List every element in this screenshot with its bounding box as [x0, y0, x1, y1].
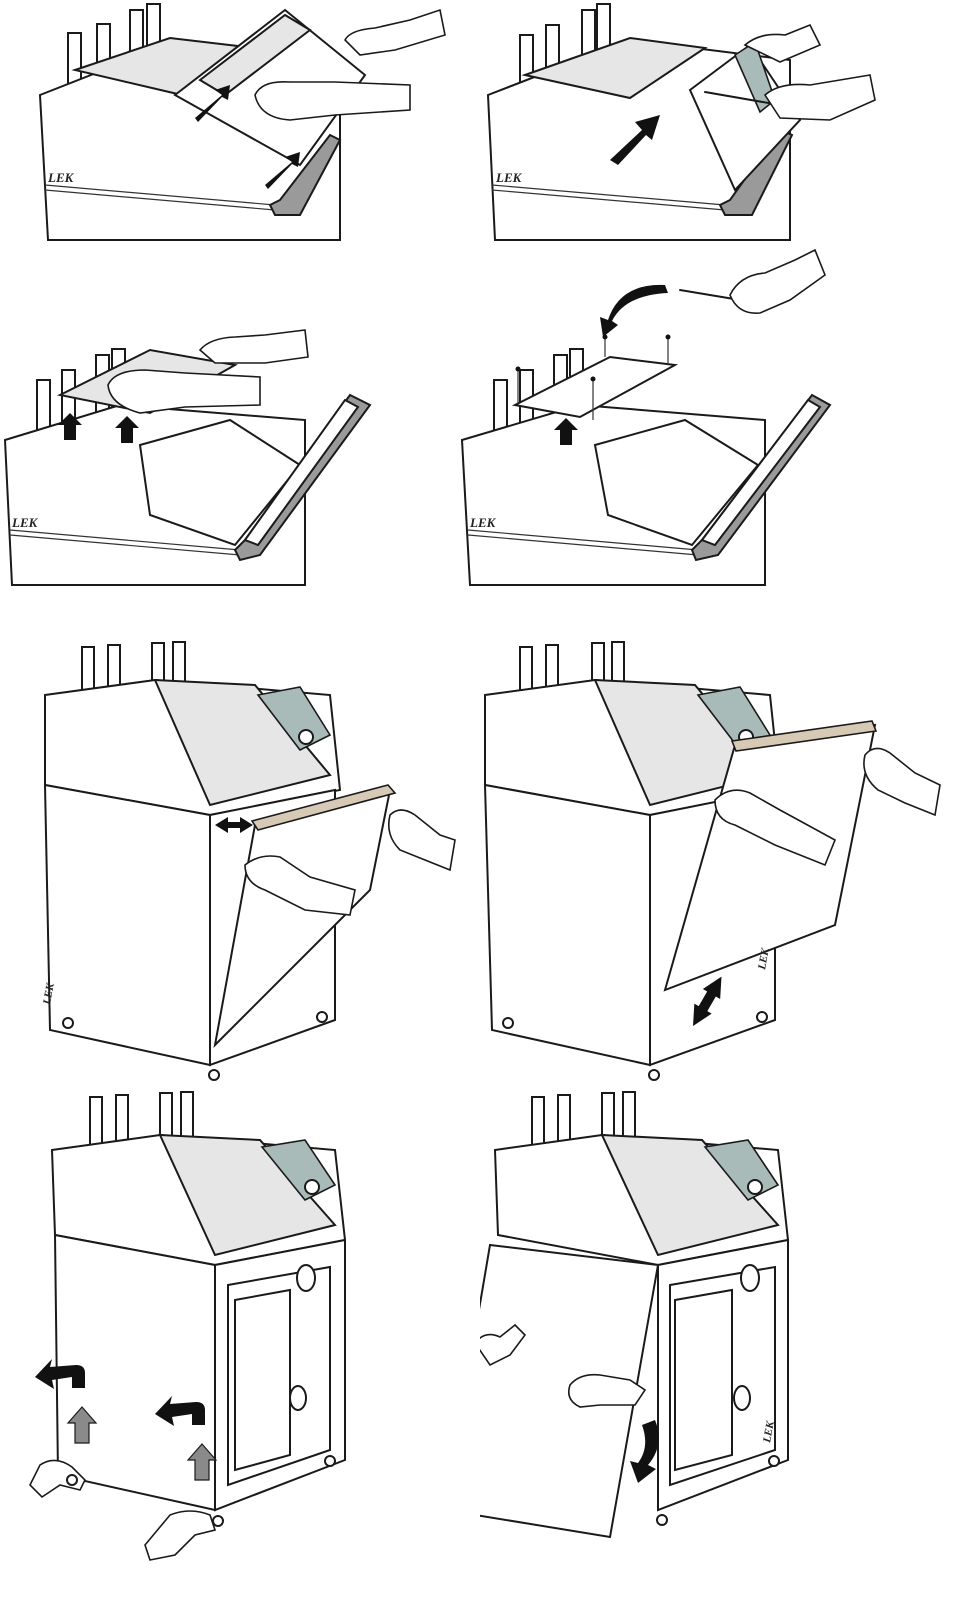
- hand-lower: [714, 789, 837, 867]
- top-cover: [158, 1133, 337, 1257]
- hand-lower: [244, 855, 356, 916]
- open-cavity: [138, 418, 302, 547]
- top-cover: [521, 36, 708, 100]
- arrows-grey: [35, 1359, 218, 1481]
- top-cover: [153, 678, 332, 807]
- step-6-illustration: LEK: [483, 641, 941, 1081]
- pipe-port-mid: [733, 1385, 751, 1411]
- step-5-illustration: LEK: [41, 641, 456, 1081]
- step-1-panel: LEK: [0, 0, 460, 245]
- hand-lower: [763, 74, 876, 121]
- lifted-panel: [688, 43, 802, 192]
- brand-label: LEK: [756, 947, 772, 972]
- inner-tank: [674, 1288, 733, 1472]
- pipe-port-mid: [289, 1385, 307, 1411]
- screwdriver: [679, 289, 741, 301]
- brand-label: LEK: [41, 982, 57, 1007]
- curved-arrow: [600, 284, 668, 337]
- hand-upper: [344, 8, 446, 56]
- step-6-panel: LEK: [480, 625, 960, 1085]
- arrow-up-left: [58, 413, 82, 440]
- hand-lower: [107, 369, 261, 414]
- step-4-illustration: LEK: [460, 248, 832, 586]
- hand-left: [29, 1459, 86, 1499]
- hand-left: [480, 1323, 527, 1367]
- arrow-in: [610, 115, 660, 165]
- step-4-panel: LEK: [440, 245, 960, 590]
- arrow-up: [554, 418, 578, 445]
- brand-label: LEK: [47, 170, 75, 185]
- screws: [515, 334, 671, 420]
- frame-rail: [268, 133, 342, 216]
- panel-top-edge: [730, 720, 878, 752]
- arrow-up-right: [265, 152, 300, 189]
- pipe-port-top: [740, 1264, 760, 1292]
- hand-right: [144, 1510, 217, 1561]
- step-2-illustration: LEK: [486, 3, 876, 241]
- brand-label: LEK: [495, 170, 523, 185]
- brand-label: LEK: [469, 515, 497, 530]
- arrow-up-left: [195, 85, 230, 122]
- lifted-inner-panel: [511, 355, 679, 419]
- arrow-left-right: [215, 817, 253, 833]
- step-2-panel: LEK: [480, 0, 960, 245]
- step-7-panel: [0, 1085, 480, 1621]
- brand-label: LEK: [761, 1420, 777, 1445]
- arrow-up-right: [115, 416, 139, 443]
- hand-right: [863, 747, 941, 817]
- pipe-port-top: [296, 1264, 316, 1292]
- hand: [729, 248, 826, 314]
- step-1-illustration: LEK: [38, 3, 446, 241]
- arrow-down: [630, 1420, 659, 1483]
- step-8-illustration: LEK: [480, 1091, 790, 1539]
- step-5-panel: LEK: [0, 625, 480, 1085]
- hand-upper: [198, 329, 309, 364]
- step-7-illustration: [29, 1091, 347, 1561]
- hand-center: [567, 1373, 647, 1408]
- pipe-stubs: [89, 1091, 194, 1146]
- hand-lower: [254, 80, 411, 121]
- screwdriver: [704, 91, 781, 106]
- panel-top-edge: [250, 784, 397, 831]
- open-cavity: [593, 418, 760, 547]
- step-3-panel: LEK: [0, 245, 400, 590]
- brand-label: LEK: [11, 515, 39, 530]
- hand-upper: [743, 23, 822, 63]
- step-8-panel: LEK: [480, 1085, 960, 1621]
- hand-right: [387, 809, 456, 872]
- top-cover: [600, 1133, 780, 1257]
- step-3-illustration: LEK: [3, 329, 372, 586]
- arrow-up-down: [693, 976, 722, 1026]
- inner-tank: [234, 1288, 291, 1472]
- frame-rail: [718, 128, 794, 216]
